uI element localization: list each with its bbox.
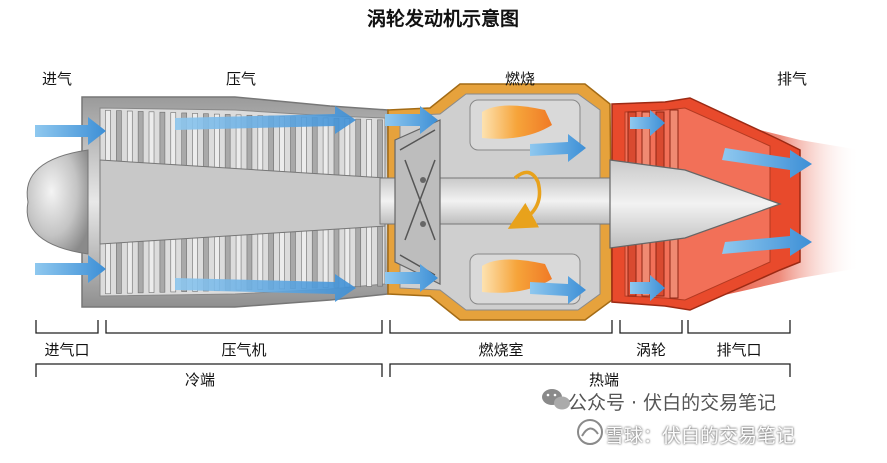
intake-spinner <box>26 149 89 255</box>
airflow-arrows <box>35 106 812 304</box>
flame-top <box>482 105 552 139</box>
section-brackets <box>35 320 791 377</box>
zone-hot: 热端 <box>588 371 620 389</box>
section-turbine: 涡轮 <box>635 341 667 359</box>
compressor-blades <box>99 109 386 295</box>
section-combustor: 燃烧室 <box>478 341 524 359</box>
section-compressor: 压气机 <box>221 341 267 359</box>
arrow-right-icon <box>385 264 438 292</box>
snowball-icon <box>577 419 603 445</box>
arrow-right-icon <box>630 110 665 136</box>
arrow-right-icon <box>385 106 438 134</box>
arrow-right-icon <box>530 276 586 304</box>
zone-cold: 冷端 <box>184 371 216 389</box>
diagram-title: 涡轮发动机示意图 <box>366 8 520 30</box>
exhaust-cone <box>609 159 782 249</box>
watermark-xueqiu: 雪球：伏白的交易笔记 <box>605 425 796 447</box>
arrow-right-icon <box>175 274 356 302</box>
label-combust: 燃烧 <box>504 70 536 88</box>
label-compress: 压气 <box>225 70 257 88</box>
arrow-right-icon <box>722 228 812 256</box>
rotation-arrow-icon <box>507 170 542 229</box>
diffuser-frame <box>394 119 441 285</box>
arrow-right-icon <box>175 106 356 134</box>
label-exhaust: 排气 <box>776 70 808 88</box>
arrow-right-icon <box>722 148 812 178</box>
watermark-wechat: 公众号 · 伏白的交易笔记 <box>568 392 777 414</box>
arrow-right-icon <box>35 117 106 145</box>
arrow-right-icon <box>630 275 665 301</box>
arrow-right-icon <box>35 255 106 283</box>
section-nozzle: 排气口 <box>716 341 762 359</box>
arrow-right-icon <box>530 134 586 162</box>
label-intake: 进气 <box>41 70 73 88</box>
wechat-icon <box>542 389 570 410</box>
section-inlet: 进气口 <box>44 341 90 359</box>
